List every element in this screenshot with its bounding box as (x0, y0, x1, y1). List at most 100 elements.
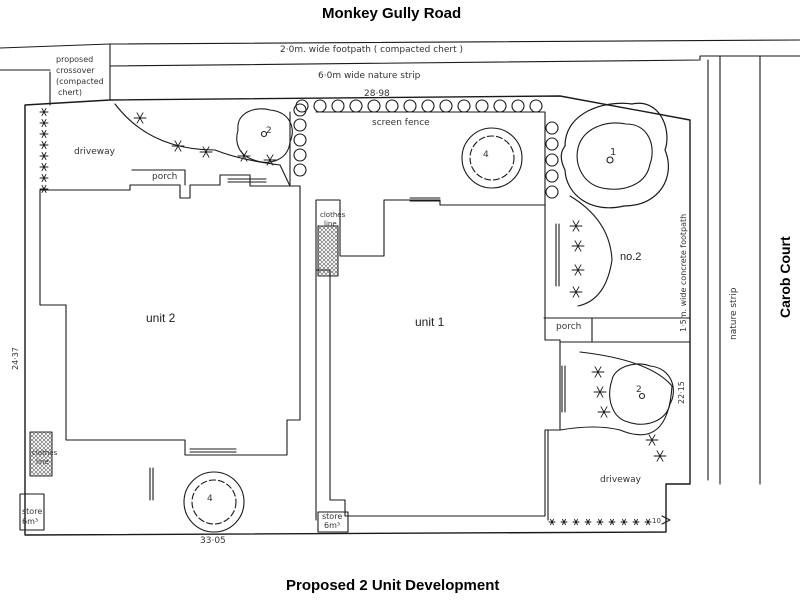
garden-bed-side-south (559, 351, 673, 436)
dimension-front: 28·98 (364, 89, 390, 99)
left-boundary-shrub (39, 152, 49, 160)
screen-fence-shrub (367, 99, 381, 113)
screen-fence-shrub (493, 99, 507, 113)
tree-1-large (560, 102, 670, 209)
clothes-line-2-text-b: line (36, 458, 49, 466)
screen-fence-shrub (403, 99, 417, 113)
road-name-top: Monkey Gully Road (322, 5, 462, 22)
left-boundary-shrub (39, 163, 49, 171)
crossover-line-4: chert) (58, 88, 82, 97)
front-garden-shrub (171, 140, 185, 152)
footpath-edge (0, 55, 800, 71)
front-garden-shrub (133, 112, 147, 124)
crossover-line-3: (compacted (56, 77, 104, 86)
unit-2-door-rear (149, 467, 154, 501)
screen-fence-shrub (511, 99, 525, 113)
side-garden-shrub (569, 286, 583, 298)
store-unit-2-text-b: 6m³ (22, 517, 39, 526)
side-garden-shrub (571, 264, 585, 276)
tree-4-unit-1 (461, 127, 523, 189)
left-boundary-shrub (39, 108, 49, 116)
front-garden-shrub (263, 154, 277, 166)
clothes-line-2-text-a: clothes (32, 449, 58, 457)
fence-shrub-unit-2 (293, 133, 307, 147)
tree-2-front-tag: 2 (266, 126, 272, 136)
side-garden-shrub (569, 220, 583, 232)
store-unit-1-text-a: store (322, 512, 343, 521)
tree-2-front (236, 108, 293, 163)
side-garden-shrub (591, 366, 605, 378)
boundary-line (24, 95, 691, 536)
tree-2-front-trunk (260, 130, 268, 138)
side-garden-shrub (571, 240, 585, 252)
driveway-edge-shrub (548, 518, 556, 526)
front-garden-shrub (199, 146, 213, 158)
tree-4-unit-1-inner (469, 135, 515, 181)
clothes-line-1-text-b: line (324, 220, 337, 228)
screen-fence-shrub (457, 99, 471, 113)
tree-1-trunk (606, 156, 614, 164)
nature-strip-top-label: 6·0m wide nature strip (318, 71, 421, 81)
driveway-edge-shrub (572, 518, 580, 526)
unit-2-outline (39, 169, 301, 501)
garden-bed-side-north (569, 195, 613, 307)
driveway-unit-2-label: driveway (74, 147, 115, 157)
screen-fence-label: screen fence (372, 118, 430, 128)
screen-fence-shrub (529, 99, 543, 113)
side-garden-shrub (653, 450, 667, 462)
store-unit-2 (19, 493, 45, 531)
driveway-unit-1-label: driveway (600, 475, 641, 485)
tree-2-side-trunk (638, 392, 646, 400)
side-garden-shrub (597, 406, 611, 418)
store-unit-2-text-a: store (22, 507, 43, 516)
front-garden-shrub (237, 150, 251, 162)
tree-1-edge-shrub (545, 169, 559, 183)
footpath-top-label: 2·0m. wide footpath ( compacted chert ) (280, 45, 464, 55)
trees (183, 102, 674, 533)
property-boundary (24, 95, 691, 536)
unit-1-label: unit 1 (415, 315, 445, 329)
screen-fence-shrub (421, 99, 435, 113)
crossover-line-2: crossover (56, 66, 95, 75)
left-boundary-shrub (39, 174, 49, 182)
unit-2-window-bottom (189, 448, 237, 453)
screen-fence-shrub (439, 99, 453, 113)
side-nature-strip-label: nature strip (729, 287, 739, 340)
tree-4-unit-2-tag: 4 (207, 494, 213, 504)
unit-1-outline (315, 197, 691, 521)
unit-2-window-top (227, 178, 267, 183)
road-name-side: Carob Court (777, 236, 793, 318)
store-unit-1-text-b: 6m³ (324, 521, 341, 530)
left-boundary-shrub (39, 130, 49, 138)
tree-4-unit-2 (183, 471, 245, 533)
tree-1-edge-shrub (545, 185, 559, 199)
dimension-arrow (661, 515, 671, 525)
side-garden-shrub (593, 386, 607, 398)
tree-1-edge-shrub (545, 153, 559, 167)
fence-shrub-unit-2 (293, 148, 307, 162)
tree-1-edge-shrub (545, 137, 559, 151)
screen-fence-shrub (313, 99, 327, 113)
unit-1-window-top (409, 197, 441, 202)
driveway-edge-shrub (608, 518, 616, 526)
dimension-right: 22·15 (677, 381, 686, 404)
unit-1-window-side (555, 223, 560, 287)
house-number-label: no.2 (620, 251, 642, 263)
tree-1-inner (576, 122, 653, 190)
drawing-title: Proposed 2 Unit Development (286, 577, 500, 594)
left-boundary-shrub (39, 185, 49, 193)
tree-2-side-tag: 2 (636, 385, 642, 395)
screen-fence-shrub (331, 99, 345, 113)
porch-unit-2-label: porch (152, 172, 178, 182)
driveway-edge-shrub (596, 518, 604, 526)
fence-shrub-unit-2 (293, 163, 307, 177)
screen-fence-shrub (475, 99, 489, 113)
unit-2-porch (131, 169, 186, 186)
unit-1-path (591, 317, 691, 343)
store-unit-1 (317, 511, 349, 533)
fence-shrub-unit-2 (293, 103, 307, 117)
left-boundary-shrub (39, 119, 49, 127)
tree-4-unit-2-inner (191, 479, 237, 525)
driveway-edge-shrub (560, 518, 568, 526)
